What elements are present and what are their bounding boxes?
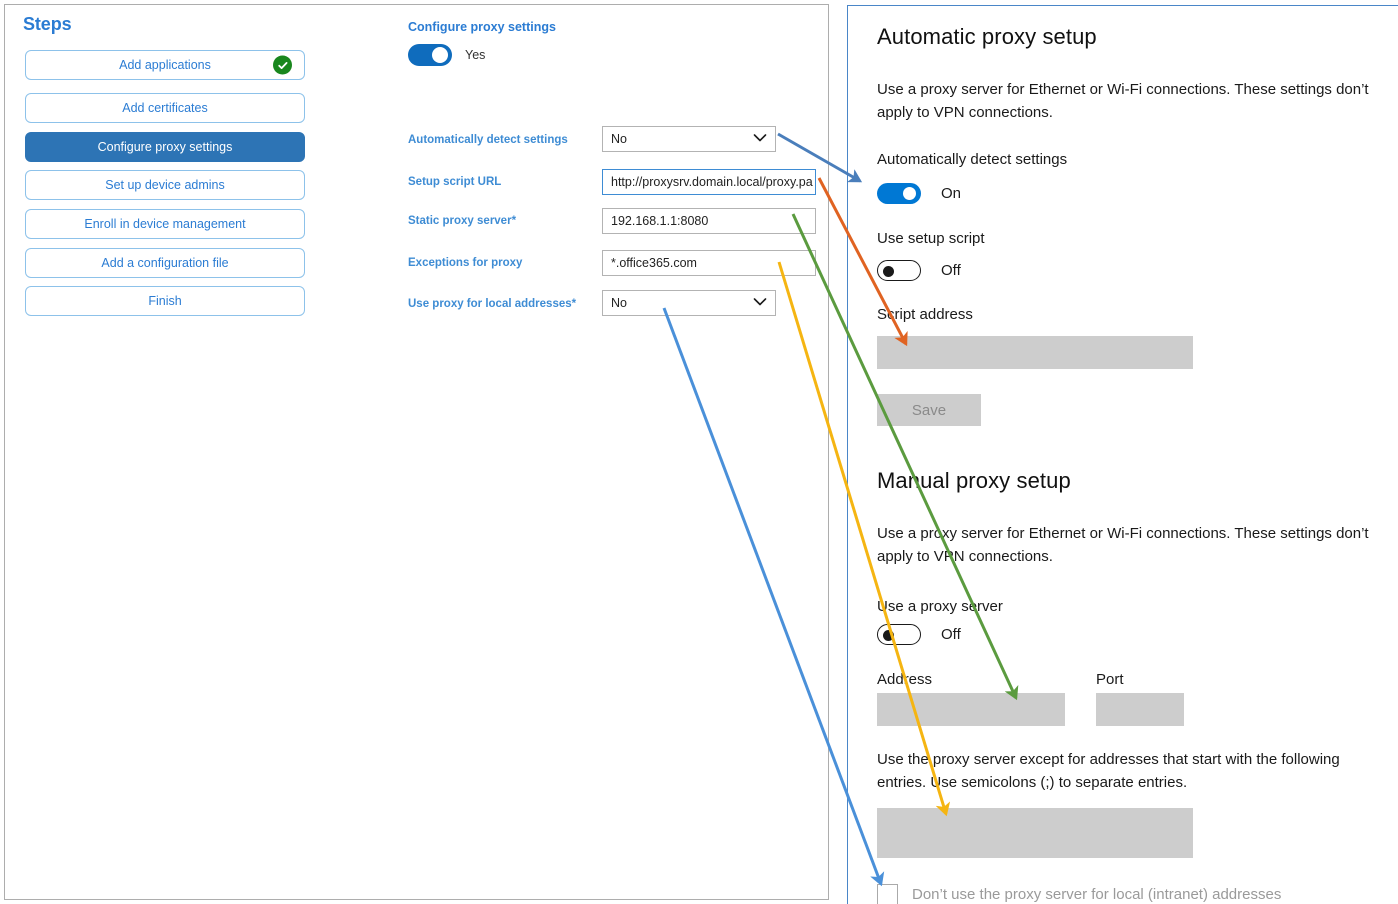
script-address-input[interactable] bbox=[877, 336, 1193, 369]
step-label: Enroll in device management bbox=[84, 217, 246, 231]
select-value: No bbox=[611, 296, 627, 310]
select-value: No bbox=[611, 132, 627, 146]
input-value: http://proxysrv.domain.local/proxy.pa bbox=[611, 175, 813, 189]
exceptions-input[interactable] bbox=[877, 808, 1193, 858]
required-marker: * bbox=[511, 215, 517, 227]
steps-title: Steps bbox=[23, 14, 72, 34]
port-label: Port bbox=[1096, 671, 1124, 688]
use-a-proxy-server-state: Off bbox=[941, 626, 961, 643]
use-setup-script-row: Off bbox=[877, 260, 961, 281]
sidebar-item-enroll-in-device-management[interactable]: Enroll in device management bbox=[25, 209, 305, 239]
use-setup-script-toggle[interactable] bbox=[877, 260, 921, 281]
chevron-down-icon bbox=[753, 132, 767, 146]
address-label: Address bbox=[877, 671, 933, 688]
bypass-local-addresses-checkbox[interactable] bbox=[877, 884, 898, 904]
automatic-proxy-description: Use a proxy server for Ethernet or Wi-Fi… bbox=[877, 81, 1369, 121]
manual-proxy-setup-heading: Manual proxy setup bbox=[877, 468, 1071, 493]
configure-proxy-toggle-row: Yes bbox=[408, 44, 485, 66]
sidebar-item-add-certificates[interactable]: Add certificates bbox=[25, 93, 305, 123]
exceptions-description: Use the proxy server except for addresse… bbox=[877, 751, 1340, 791]
use-setup-script-state: Off bbox=[941, 262, 961, 279]
step-label: Add certificates bbox=[122, 101, 208, 115]
save-button[interactable]: Save bbox=[877, 394, 981, 426]
use-a-proxy-server-row: Off bbox=[877, 624, 961, 645]
sidebar-item-configure-proxy-settings[interactable]: Configure proxy settings bbox=[25, 132, 305, 162]
auto-detect-settings-row: On bbox=[877, 183, 961, 204]
script-address-label: Script address bbox=[877, 306, 973, 323]
step-label: Configure proxy settings bbox=[97, 140, 233, 154]
sidebar-item-set-up-device-admins[interactable]: Set up device admins bbox=[25, 170, 305, 200]
auto-detect-settings-label: Automatically detect settings bbox=[877, 151, 1068, 168]
sidebar-item-add-a-configuration-file[interactable]: Add a configuration file bbox=[25, 248, 305, 278]
input-value: *.office365.com bbox=[611, 256, 697, 270]
chevron-down-icon bbox=[753, 296, 767, 310]
auto-detect-settings-state: On bbox=[941, 185, 962, 202]
input-setup-script-url[interactable]: http://proxysrv.domain.local/proxy.pa bbox=[602, 169, 816, 195]
required-marker: * bbox=[571, 298, 577, 310]
sidebar-item-finish[interactable]: Finish bbox=[25, 286, 305, 316]
step-label: Finish bbox=[148, 294, 182, 308]
label-automatically-detect-settings: Automatically detect settings bbox=[408, 134, 568, 146]
toggle-knob bbox=[432, 47, 448, 63]
bypass-local-addresses-label: Don’t use the proxy server for local (in… bbox=[912, 886, 1282, 903]
input-static-proxy-server[interactable]: 192.168.1.1:8080 bbox=[602, 208, 816, 234]
use-a-proxy-server-toggle[interactable] bbox=[877, 624, 921, 645]
select-use-proxy-for-local-addresses[interactable]: No bbox=[602, 290, 776, 316]
toggle-knob bbox=[883, 630, 894, 641]
select-automatically-detect-settings[interactable]: No bbox=[602, 126, 776, 152]
steps-panel: Steps Add applications Add certificates … bbox=[4, 4, 336, 900]
label-setup-script-url: Setup script URL bbox=[408, 176, 502, 188]
use-setup-script-label: Use setup script bbox=[877, 230, 985, 247]
windows-proxy-settings-panel: Automatic proxy setup Use a proxy server… bbox=[847, 5, 1398, 904]
use-a-proxy-server-label: Use a proxy server bbox=[877, 598, 1003, 615]
label-use-proxy-for-local-addresses: Use proxy for local addresses* bbox=[408, 298, 577, 310]
check-circle-icon bbox=[273, 55, 292, 75]
automatic-proxy-setup-heading: Automatic proxy setup bbox=[877, 24, 1097, 49]
port-input[interactable] bbox=[1096, 693, 1184, 726]
step-label: Add applications bbox=[119, 58, 211, 72]
input-value: 192.168.1.1:8080 bbox=[611, 214, 709, 228]
manual-proxy-description: Use a proxy server for Ethernet or Wi-Fi… bbox=[877, 525, 1369, 565]
form-heading: Configure proxy settings bbox=[408, 20, 556, 34]
label-exceptions-for-proxy: Exceptions for proxy bbox=[408, 257, 523, 269]
label-static-proxy-server: Static proxy server* bbox=[408, 215, 517, 227]
toggle-knob bbox=[903, 187, 916, 200]
auto-detect-settings-toggle[interactable] bbox=[877, 183, 921, 204]
toggle-knob bbox=[883, 266, 894, 277]
configure-proxy-toggle-value: Yes bbox=[465, 48, 486, 62]
bypass-local-addresses-row: Don’t use the proxy server for local (in… bbox=[877, 884, 1281, 904]
sidebar-item-add-applications[interactable]: Add applications bbox=[25, 50, 305, 80]
address-input[interactable] bbox=[877, 693, 1065, 726]
input-exceptions-for-proxy[interactable]: *.office365.com bbox=[602, 250, 816, 276]
step-label: Set up device admins bbox=[105, 178, 225, 192]
step-label: Add a configuration file bbox=[101, 256, 229, 270]
configure-proxy-toggle[interactable] bbox=[408, 44, 452, 66]
